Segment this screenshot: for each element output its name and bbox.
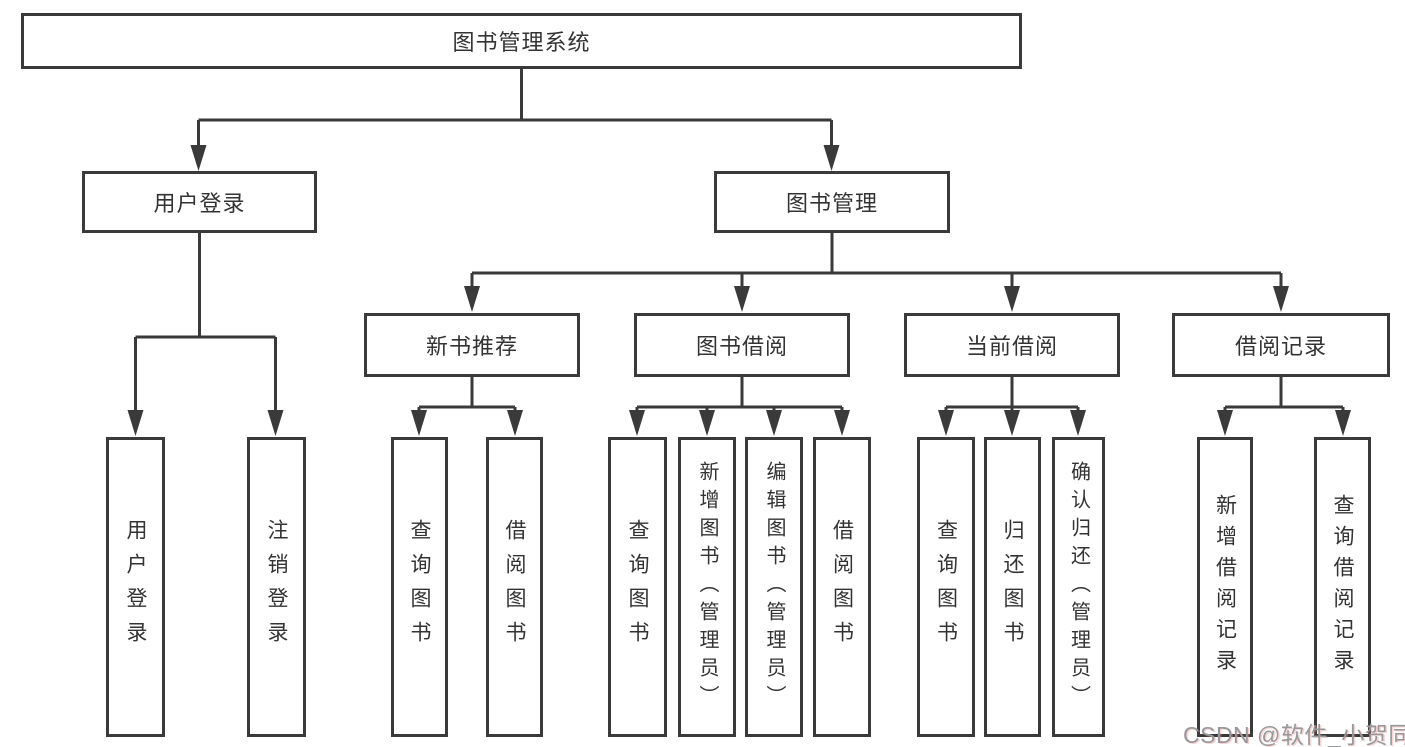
- leaf-label: 注销登录: [265, 519, 288, 655]
- group-box-current-borrow: 当前借阅: [904, 313, 1120, 377]
- leaf-label: 借阅图书: [830, 519, 854, 655]
- leaf-box-logout: 注销登录: [247, 437, 306, 737]
- group-box-book-borrow: 图书借阅: [634, 313, 850, 377]
- leaf-label: 归还图书: [1001, 519, 1024, 655]
- leaf-label: 查询图书: [408, 519, 431, 655]
- group-box-new-book-recommend: 新书推荐: [364, 313, 580, 377]
- tree-edges: [127, 68, 1351, 436]
- leaf-label: 确认归还（管理员）: [1067, 461, 1090, 713]
- leaf-label: 查询图书: [934, 519, 958, 655]
- group-box-borrow-records: 借阅记录: [1172, 313, 1390, 377]
- leaf-box-query-books-current: 查询图书: [917, 437, 975, 737]
- branch-box-user-login: 用户登录: [82, 171, 317, 233]
- leaf-label: 查询借阅记录: [1331, 494, 1354, 680]
- leaf-label: 用户登录: [124, 519, 147, 655]
- leaf-box-query-books-recommend: 查询图书: [391, 437, 448, 737]
- leaf-label: 借阅图书: [503, 519, 526, 655]
- csdn-watermark: CSDN @软件_小贺同学: [1183, 722, 1405, 747]
- leaf-box-add-borrow-record: 新增借阅记录: [1197, 437, 1253, 737]
- branch-box-book-management: 图书管理: [714, 171, 950, 233]
- leaf-box-query-books-borrow: 查询图书: [608, 437, 667, 737]
- leaf-box-return-book: 归还图书: [984, 437, 1041, 737]
- leaf-box-edit-book-admin: 编辑图书（管理员）: [745, 437, 803, 737]
- leaf-box-borrow-books: 借阅图书: [813, 437, 871, 737]
- leaf-label: 新增图书（管理员）: [696, 461, 718, 713]
- leaf-box-borrow-books-recommend: 借阅图书: [486, 437, 543, 737]
- root-box-system-title: 图书管理系统: [21, 13, 1022, 69]
- leaf-box-query-borrow-record: 查询借阅记录: [1314, 437, 1371, 737]
- leaf-label: 编辑图书（管理员）: [763, 461, 785, 713]
- leaf-box-user-login: 用户登录: [106, 437, 165, 737]
- leaf-label: 查询图书: [626, 519, 649, 655]
- leaf-label: 新增借阅记录: [1213, 494, 1237, 680]
- leaf-box-confirm-return-admin: 确认归还（管理员）: [1052, 437, 1105, 737]
- leaf-box-add-book-admin: 新增图书（管理员）: [678, 437, 736, 737]
